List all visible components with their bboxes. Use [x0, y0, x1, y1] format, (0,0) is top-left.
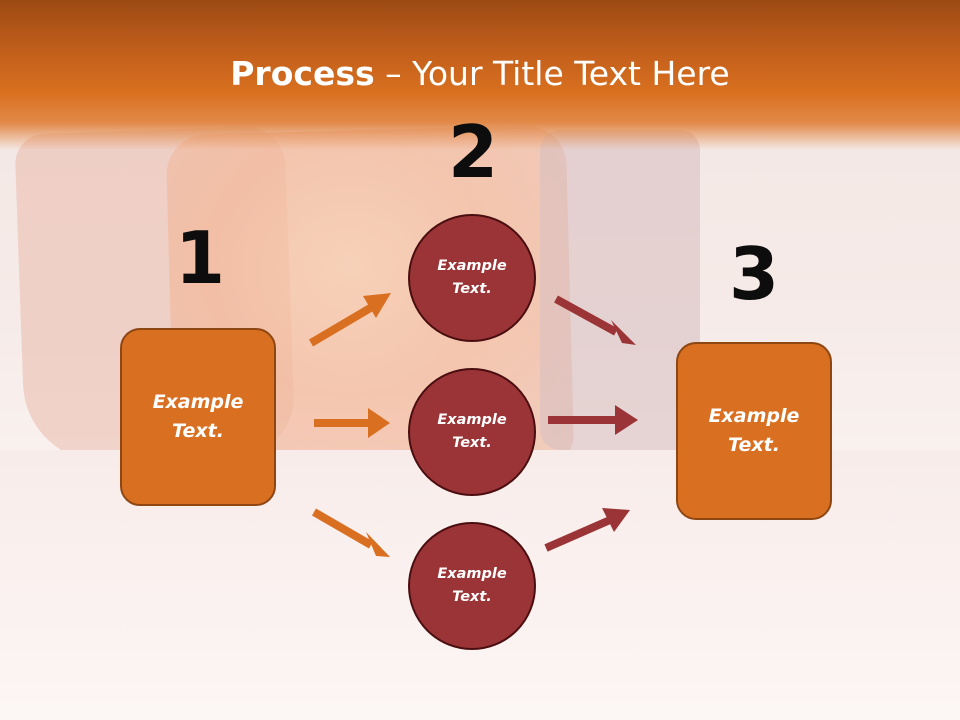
- arrow-circle3-to-box2: [544, 508, 630, 552]
- process-box-1-label: Example Text.: [152, 391, 244, 442]
- arrow-circle2-to-box2: [548, 405, 638, 435]
- process-circle-2[interactable]: Example Text.: [408, 368, 536, 496]
- process-circle-3[interactable]: Example Text.: [408, 522, 536, 650]
- step-number-1: 1: [174, 216, 226, 300]
- slide-title: Process – Your Title Text Here: [0, 52, 960, 96]
- process-box-3[interactable]: Example Text.: [676, 342, 832, 520]
- arrow-box1-to-circle1: [308, 293, 391, 347]
- process-box-3-label: Example Text.: [708, 405, 800, 456]
- arrow-box1-to-circle2: [314, 408, 390, 438]
- title-bold: Process: [230, 54, 375, 93]
- process-box-1[interactable]: Example Text.: [120, 328, 276, 506]
- background-pillow-right: [540, 130, 700, 450]
- arrow-box1-to-circle3: [311, 508, 390, 557]
- step-number-3: 3: [728, 232, 780, 316]
- header-band: [0, 0, 960, 150]
- title-rest: – Your Title Text Here: [374, 54, 730, 93]
- process-circle-1[interactable]: Example Text.: [408, 214, 536, 342]
- process-circle-2-label: Example Text.: [437, 412, 507, 451]
- step-number-2: 2: [447, 110, 499, 194]
- process-circle-1-label: Example Text.: [437, 258, 507, 297]
- arrow-circle1-to-box2: [554, 295, 636, 345]
- process-circle-3-label: Example Text.: [437, 566, 507, 605]
